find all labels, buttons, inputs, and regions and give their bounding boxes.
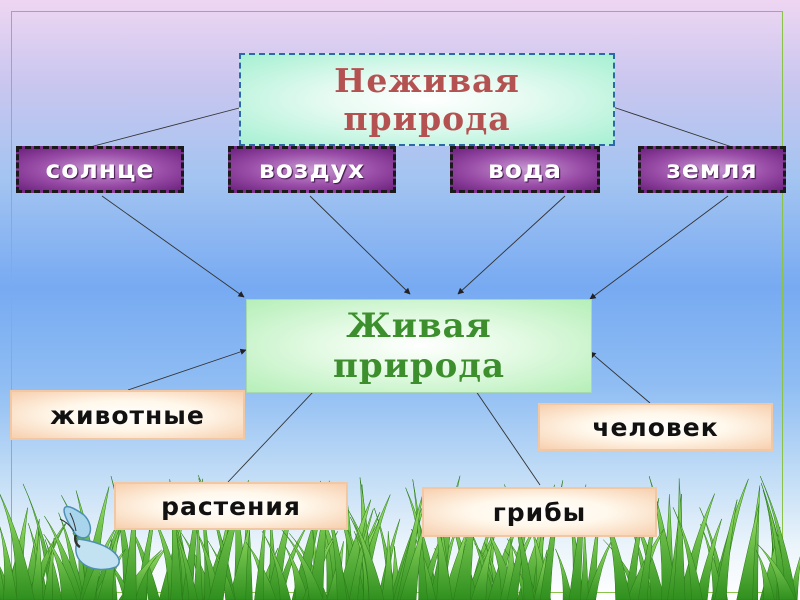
arrow-zemlya-living bbox=[589, 195, 729, 300]
category-label: грибы bbox=[492, 497, 587, 527]
living-nature-title: Живая природа bbox=[332, 306, 506, 386]
category-label: растения bbox=[161, 491, 301, 521]
element-vozdukh: воздух bbox=[228, 146, 396, 193]
line-nonliving-zemlya bbox=[612, 106, 733, 148]
element-zemlya: земля bbox=[638, 146, 786, 193]
arrow-zhivotnye-living bbox=[127, 348, 247, 391]
nonliving-nature-title: Неживая природа bbox=[334, 60, 520, 138]
arrow-vozdukh-living bbox=[309, 195, 411, 295]
arrow-chelovek-living bbox=[589, 351, 651, 404]
element-voda: вода bbox=[450, 146, 600, 193]
living-nature-box: Живая природа bbox=[246, 299, 592, 393]
category-label: животные bbox=[50, 400, 205, 430]
arrow-solntse-living bbox=[101, 195, 245, 298]
element-label: земля bbox=[666, 155, 758, 184]
category-rasteniya: растения bbox=[114, 482, 348, 530]
nonliving-nature-box: Неживая природа bbox=[239, 53, 615, 146]
category-chelovek: человек bbox=[538, 403, 773, 451]
butterfly-icon bbox=[59, 505, 120, 571]
line-nonliving-solntse bbox=[89, 106, 244, 148]
element-label: вода bbox=[487, 155, 563, 184]
arrow-voda-living bbox=[457, 195, 566, 295]
element-label: солнце bbox=[45, 155, 155, 184]
category-griby: грибы bbox=[422, 487, 657, 537]
element-solntse: солнце bbox=[16, 146, 184, 193]
category-zhivotnye: животные bbox=[10, 390, 245, 440]
category-label: человек bbox=[592, 412, 719, 442]
element-label: воздух bbox=[258, 155, 366, 184]
